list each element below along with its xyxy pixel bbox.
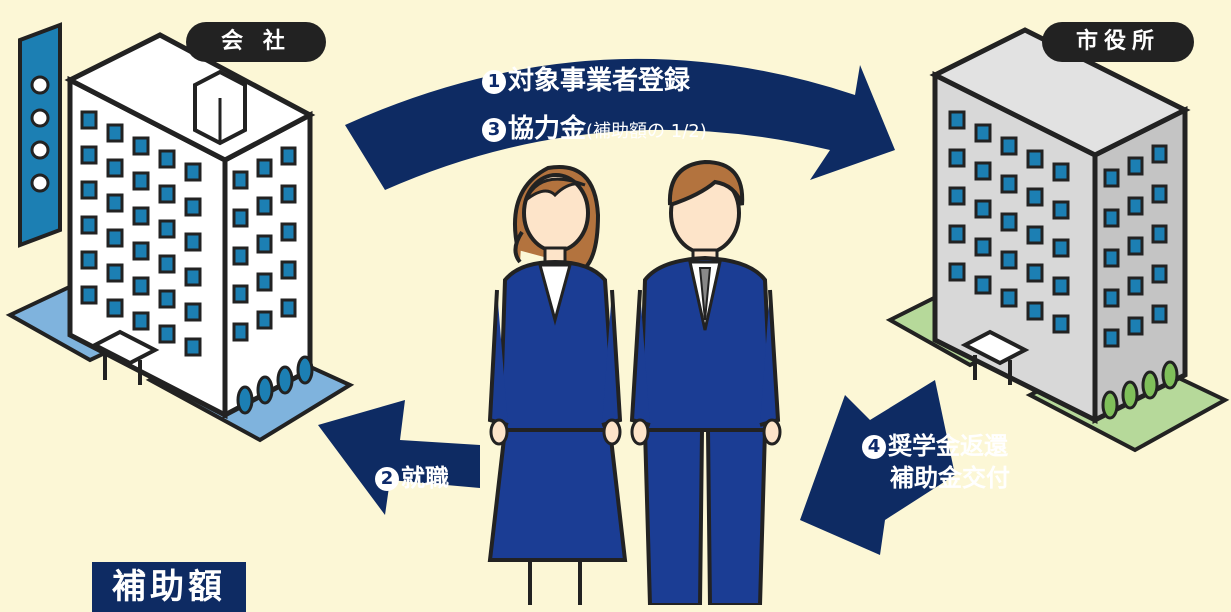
step1-number: 1 [482,70,506,94]
step1-text: 対象事業者登録 [508,66,691,96]
step3-number: 3 [482,118,506,142]
step2-number: 2 [375,467,399,491]
city-office-building-illustration [885,27,1230,453]
step3-text: 協力金 [508,114,587,144]
subsidy-amount-heading: 補助額 [92,562,246,612]
company-label: 会 社 [186,22,326,62]
step3-note: (補助額の 1/2) [586,121,707,142]
arrow-left [318,400,480,515]
arrow-right [800,380,955,555]
company-building-illustration [5,22,355,443]
city-office-label: 市役所 [1042,22,1194,62]
step4-text-line1: 奨学金返還 [888,432,1008,460]
arrow-top [345,58,895,190]
step2-text: 就職 [401,464,449,492]
step4-number: 4 [862,435,886,459]
male-graduate-illustration [629,159,782,605]
female-graduate-illustration [487,165,628,605]
step4-label-line2: 補助金交付 [890,464,1010,492]
